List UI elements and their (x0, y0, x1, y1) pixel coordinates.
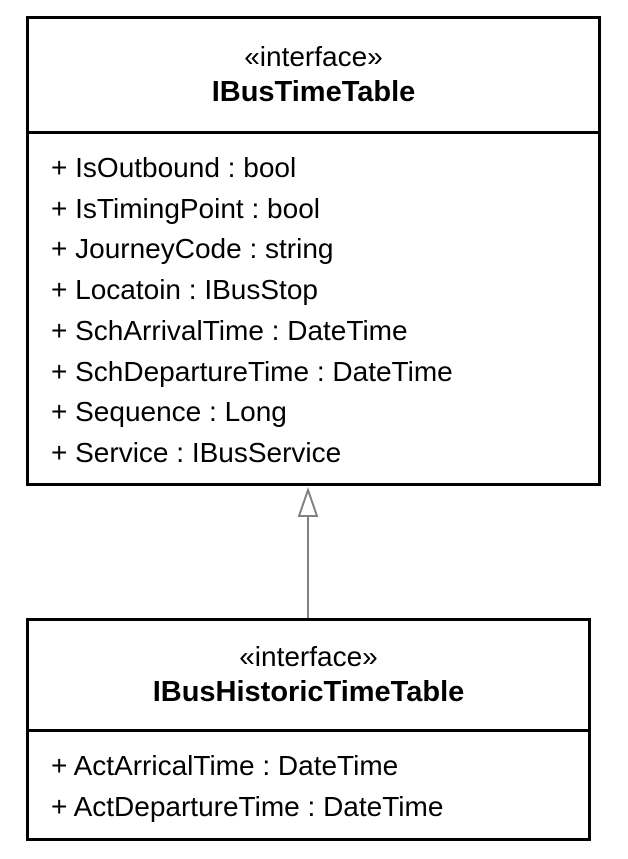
attribute-list: + ActArricalTime : DateTime + ActDepartu… (29, 732, 588, 827)
attribute-isoutbound: + IsOutbound : bool (51, 152, 297, 183)
attribute-journeycode: + JourneyCode : string (51, 233, 334, 265)
attribute-service: + Service : IBusService (51, 436, 342, 468)
attribute-actdeparturetime: + ActDepartureTime : DateTime (51, 790, 444, 822)
class-header: «interface» IBusTimeTable (29, 19, 598, 134)
stereotype-label: «interface» (239, 641, 378, 672)
attribute-list: + IsOutbound : bool + IsTimingPoint : bo… (29, 134, 598, 474)
attribute-actarricaltime: + ActArricalTime : DateTime (51, 750, 399, 781)
class-ibushistorictimetable[interactable]: «interface» IBusHistoricTimeTable + ActA… (26, 618, 591, 841)
class-name: IBusHistoricTimeTable (152, 676, 465, 708)
attribute-scharrivaltime: + SchArrivalTime : DateTime (51, 314, 408, 346)
class-ibustimetable[interactable]: «interface» IBusTimeTable + IsOutbound :… (26, 16, 601, 486)
class-name: IBusTimeTable (211, 76, 416, 108)
attribute-istimingpoint: + IsTimingPoint : bool (51, 192, 320, 224)
attribute-sequence: + Sequence : Long (51, 396, 287, 428)
hollow-triangle-arrowhead (297, 486, 319, 517)
attribute-schdeparturetime: + SchDepartureTime : DateTime (51, 355, 453, 387)
attribute-locatoin: + Locatoin : IBusStop (51, 274, 318, 306)
class-header: «interface» IBusHistoricTimeTable (29, 621, 588, 732)
stereotype-label: «interface» (244, 41, 383, 72)
